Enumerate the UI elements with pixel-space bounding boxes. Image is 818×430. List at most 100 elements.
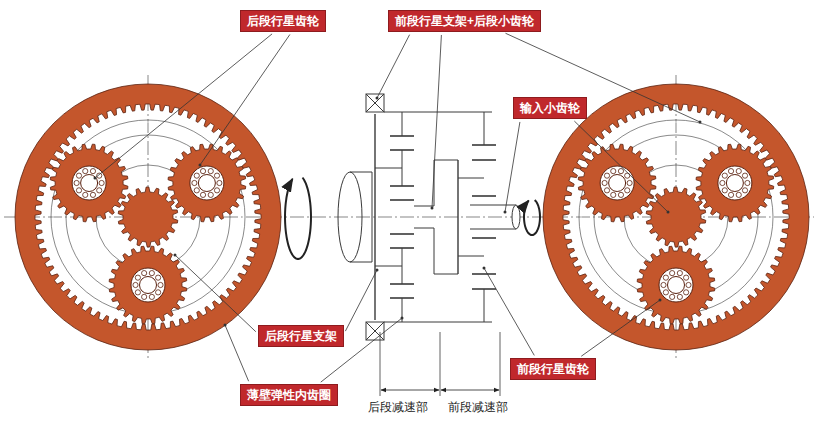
bearing-ball (720, 180, 725, 185)
front-planet (472, 273, 496, 275)
bearing-symbol (366, 322, 384, 340)
bearing-ball (83, 192, 88, 197)
leader-line (95, 34, 272, 178)
bearing-ball (76, 173, 81, 178)
bearing-ball (722, 188, 727, 193)
callout-text: 后段行星齿轮 (247, 14, 319, 28)
bearing-ball (736, 192, 741, 197)
bearing-ball (684, 275, 689, 280)
bearing-inner (81, 175, 98, 192)
leader-line (432, 35, 441, 208)
leader-line (574, 121, 668, 212)
front-ring-gear (472, 144, 496, 146)
rear-ring-gear (390, 297, 414, 299)
bearing-ball (192, 180, 197, 185)
section-label: 前段减速部 (446, 400, 510, 414)
planet-teeth (109, 246, 187, 324)
bearing-ball (135, 275, 140, 280)
leader-line (505, 122, 520, 212)
planet-teeth (50, 144, 128, 222)
leader-dot (483, 267, 486, 270)
reference-circle (579, 120, 773, 314)
front-ring-gear (472, 288, 496, 290)
rear-ring-gear (402, 112, 403, 136)
bearing-outer (600, 166, 634, 200)
planet-gear (109, 246, 187, 324)
bearing-cross (366, 322, 384, 340)
planet-teeth (168, 144, 246, 222)
planet-gear (50, 144, 128, 222)
front-carrier-arm (458, 178, 484, 179)
leader-dot (199, 164, 202, 167)
extension-line (440, 332, 441, 396)
bearing-ball (214, 173, 219, 178)
bearing-ball (194, 188, 199, 193)
rear-planet-axle (402, 150, 403, 186)
leader-dot (431, 207, 434, 210)
leader-dot (376, 97, 379, 100)
reducer-schematic (338, 94, 520, 340)
callout-label: 前段行星支架+后段小齿轮 (388, 10, 541, 32)
planet-gear (696, 144, 774, 222)
leader-dot (667, 211, 670, 214)
bearing-ball (722, 173, 727, 178)
bearing-outer (131, 268, 165, 302)
rear-carrier-arm (375, 266, 402, 267)
rear-ring-gear (402, 298, 403, 322)
leader-line (484, 268, 534, 355)
bearing-outer (659, 268, 693, 302)
leader-dot (659, 299, 662, 302)
front-carrier (414, 228, 458, 274)
bearing-outer (190, 166, 224, 200)
dimension (380, 332, 500, 396)
leader-dot (504, 211, 507, 214)
callout-label: 后段行星支架 (258, 325, 344, 347)
planet-gear (637, 246, 715, 324)
bearing-ball (611, 192, 616, 197)
bearing-ball (742, 188, 747, 193)
bearing-ball (670, 271, 675, 276)
bearing-ball (661, 282, 666, 287)
bearing-symbol (366, 94, 384, 112)
leader-line (225, 325, 249, 381)
bearing-ball (736, 169, 741, 174)
extension-line (500, 332, 501, 396)
bearing-ball (663, 290, 668, 295)
rear-sun-gear (390, 233, 414, 235)
bearing-cross (366, 322, 384, 340)
bearing-inner (140, 277, 157, 294)
planetary-gear-set (15, 75, 281, 359)
bearing-ball (604, 173, 609, 178)
bearing-ball (686, 282, 691, 287)
callout-text: 输入小齿轮 (520, 101, 580, 115)
planet-gear (578, 144, 656, 222)
ring-gear (543, 84, 809, 350)
callout-text: 前段行星支架+后段小齿轮 (395, 14, 534, 28)
leader-line (581, 300, 660, 356)
bearing-ball (214, 188, 219, 193)
leader-line (200, 34, 290, 165)
bearing-ball (76, 188, 81, 193)
housing-line (384, 112, 492, 113)
front-carrier (457, 160, 458, 274)
sun-gear (646, 187, 706, 247)
leader-line (505, 33, 700, 122)
leader-dot (401, 317, 404, 320)
bearing-ball (677, 271, 682, 276)
bearing-ball (217, 180, 222, 185)
bearing-ball (604, 188, 609, 193)
leader-line (377, 35, 410, 98)
rear-carrier-arm (375, 168, 402, 169)
bearing-inner (609, 175, 626, 192)
bearing-ball (99, 180, 104, 185)
planet-gear (168, 144, 246, 222)
bearing-ball (83, 169, 88, 174)
bearing-ball (74, 180, 79, 185)
leader-dot (94, 177, 97, 180)
rear-sun-gear (390, 199, 414, 201)
bearing-ball (97, 188, 102, 193)
leader-dot (174, 254, 177, 257)
bearing-ball (611, 169, 616, 174)
bearing-ball (728, 192, 733, 197)
